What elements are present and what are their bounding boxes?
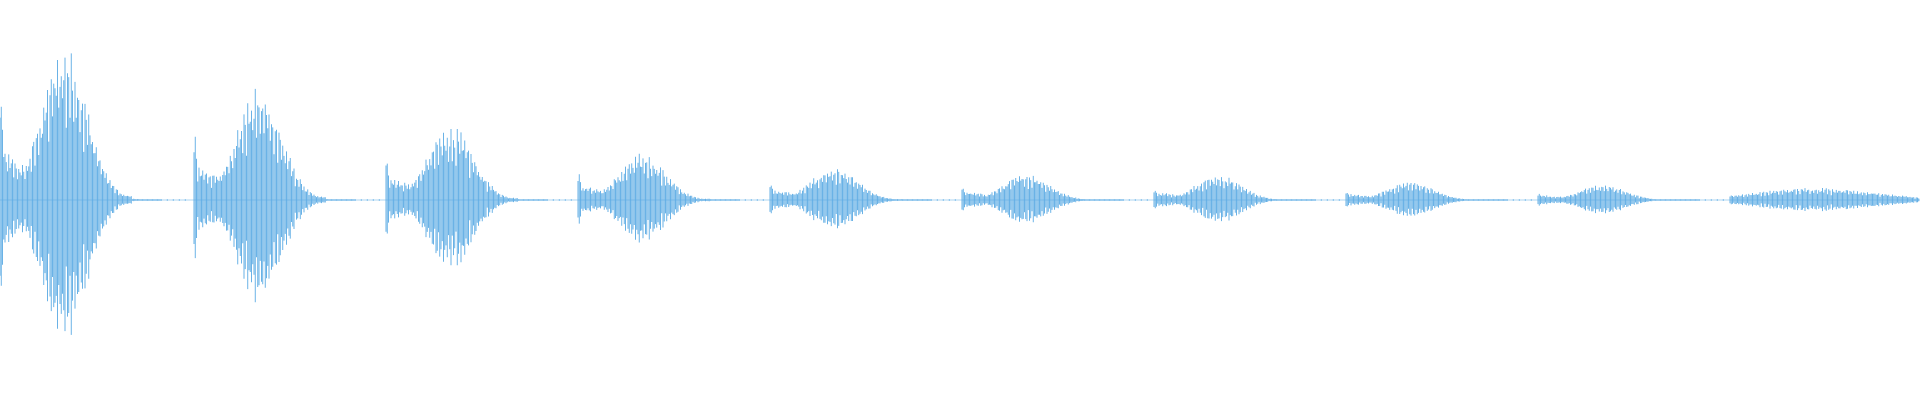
waveform-burst-path xyxy=(385,129,572,266)
waveform-burst-path xyxy=(577,153,764,243)
waveform-burst xyxy=(577,153,764,243)
waveform-burst xyxy=(1153,177,1340,222)
waveform-burst xyxy=(1729,188,1920,212)
waveform-burst-path xyxy=(1729,188,1920,212)
waveform-burst-path xyxy=(1345,182,1532,216)
waveform-burst-path xyxy=(0,53,186,335)
waveform-burst xyxy=(769,169,956,229)
waveform-burst xyxy=(1345,182,1532,216)
waveform-burst xyxy=(961,175,1148,223)
waveform-burst-path xyxy=(1153,177,1340,222)
waveform-burst xyxy=(193,88,380,303)
waveform-burst xyxy=(0,53,186,335)
waveform-burst xyxy=(1537,185,1724,214)
waveform-burst-path xyxy=(1537,185,1724,214)
waveform-burst-path xyxy=(961,175,1148,223)
waveform-burst-path xyxy=(193,88,380,303)
waveform-burst-path xyxy=(769,169,956,229)
waveform-bursts xyxy=(0,53,1920,335)
waveform-burst xyxy=(385,129,572,266)
